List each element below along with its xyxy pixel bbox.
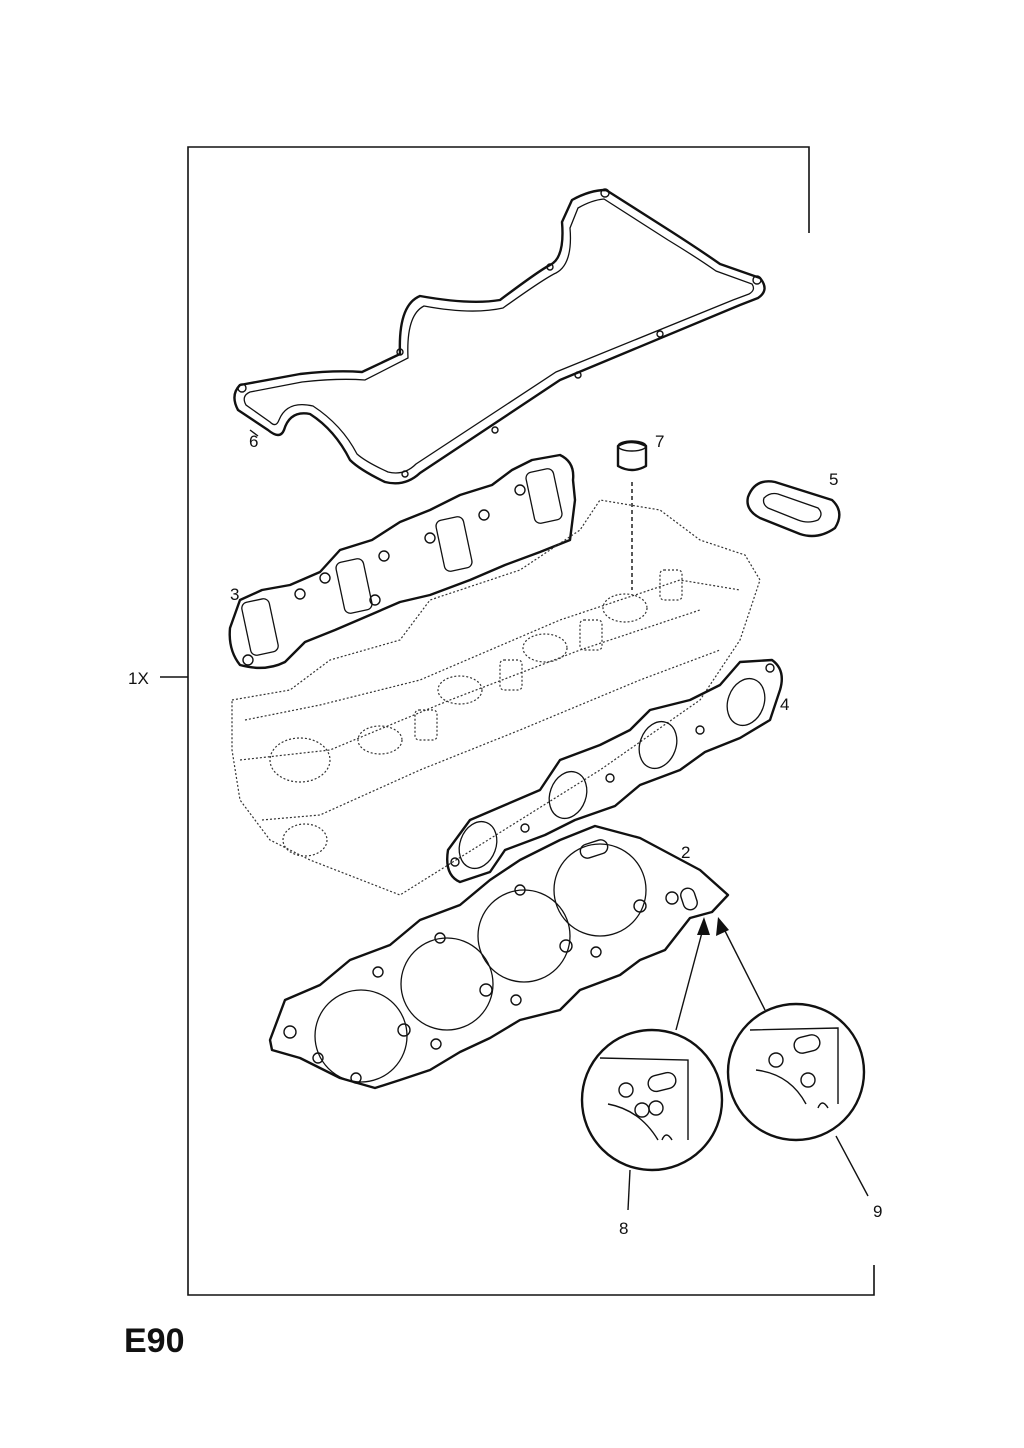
callout-8: 8 [619,1219,628,1238]
diagram-code: E90 [124,1322,185,1360]
valve-stem-seal [616,440,648,590]
intake-manifold-gasket [228,453,577,670]
thermostat-gasket [746,480,841,538]
detail-view-9 [716,917,869,1197]
callout-2: 2 [681,843,690,862]
cylinder-head-outline [231,499,761,896]
callout-leaders [249,429,259,437]
kit-bracket [160,146,875,1296]
callout-7: 7 [655,432,664,451]
set-quantity-label: 1X [128,669,149,688]
exhaust-manifold-gasket [446,658,783,884]
head-gasket [268,824,730,1090]
callout-5: 5 [829,470,838,489]
valve-cover-gasket [233,188,766,485]
callout-6: 6 [249,432,258,451]
callout-4: 4 [780,695,789,714]
callout-3: 3 [230,585,239,604]
callout-9: 9 [873,1202,882,1221]
detail-view-8 [580,917,724,1211]
